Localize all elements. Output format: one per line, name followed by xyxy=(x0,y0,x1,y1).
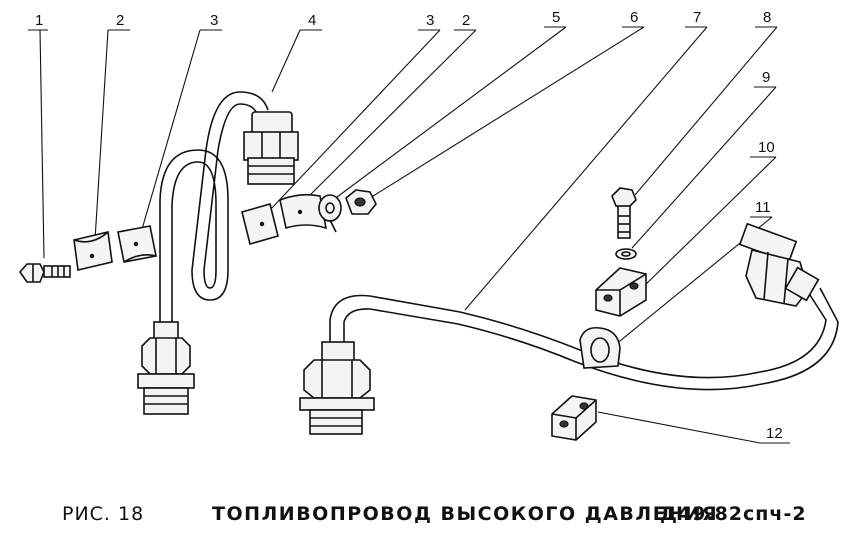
svg-text:4: 4 xyxy=(308,12,316,29)
callout-6: 6 xyxy=(369,9,645,199)
spring-washer-part-9 xyxy=(615,248,637,260)
svg-text:11: 11 xyxy=(755,199,771,216)
fitting-part-4 xyxy=(243,111,299,185)
fitting-lower-middle xyxy=(299,341,375,435)
callout-3-right: 3 xyxy=(269,12,441,211)
callout-8: 8 xyxy=(634,9,778,196)
callout-5: 5 xyxy=(332,9,567,201)
callout-2-left: 2 xyxy=(94,12,130,241)
callout-12: 12 xyxy=(597,411,790,444)
svg-text:8: 8 xyxy=(763,9,771,26)
figure-number: РИС. 18 xyxy=(62,503,145,525)
callout-10: 10 xyxy=(639,139,777,291)
callout-9: 9 xyxy=(631,69,777,249)
callout-4: 4 xyxy=(271,12,322,93)
svg-text:7: 7 xyxy=(693,9,701,26)
callout-3-left: 3 xyxy=(139,12,222,237)
callout-7: 7 xyxy=(464,9,708,311)
svg-text:9: 9 xyxy=(762,69,770,86)
svg-text:5: 5 xyxy=(552,9,560,26)
nut-part-6 xyxy=(345,189,377,215)
callout-2-right: 2 xyxy=(304,12,477,201)
callout-1: 1 xyxy=(28,12,48,259)
svg-text:3: 3 xyxy=(426,12,434,29)
svg-text:3: 3 xyxy=(210,12,218,29)
svg-text:12: 12 xyxy=(766,425,783,442)
svg-text:1: 1 xyxy=(35,12,43,29)
bracket-part-11 xyxy=(579,326,621,369)
fitting-lower-left xyxy=(137,321,195,415)
clamp-part-3-left xyxy=(117,225,157,263)
washer-part-5 xyxy=(318,194,342,233)
svg-text:2: 2 xyxy=(462,12,470,29)
svg-text:6: 6 xyxy=(630,9,638,26)
svg-text:2: 2 xyxy=(116,12,124,29)
clamp-part-3-right xyxy=(241,203,279,245)
figure-title: ТОПЛИВОПРОВОД ВЫСОКОГО ДАВЛЕНИЯ xyxy=(212,503,719,525)
short-pipe-loop xyxy=(159,91,269,325)
bolt-part-1 xyxy=(18,263,71,283)
bolt-part-8 xyxy=(611,187,637,239)
clamp-block-part-12 xyxy=(551,395,597,441)
clamp-part-2-left xyxy=(73,231,113,271)
clamp-block-part-10 xyxy=(595,267,647,317)
part-code: Д49.82спч-2 xyxy=(660,503,807,525)
svg-text:10: 10 xyxy=(758,139,775,156)
fitting-right xyxy=(738,222,820,307)
clamp-part-2-right xyxy=(279,193,328,230)
